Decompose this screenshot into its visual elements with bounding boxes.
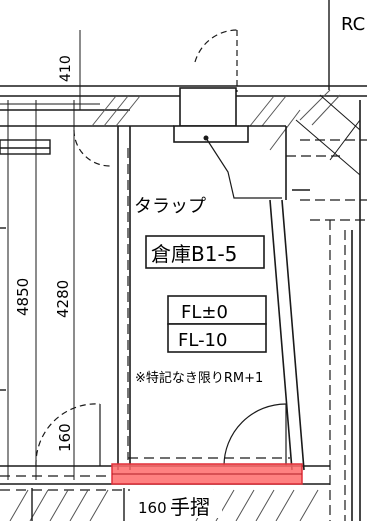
- room-name-box: [145, 235, 265, 269]
- handrail-label-bg: [136, 490, 222, 518]
- top-door-swing: [194, 29, 238, 92]
- dimension-410-lines: [0, 30, 100, 480]
- left-edge-marks: [0, 227, 6, 391]
- dimension-410-label: 410: [58, 55, 74, 82]
- corner-code-label: RC: [341, 14, 365, 35]
- room-dashed-boundary: [127, 148, 290, 460]
- dimension-160-vertical-label: 160: [56, 423, 74, 452]
- floor-level-boxes: [167, 295, 267, 353]
- left-panel: [0, 139, 51, 155]
- floor-level-zero: FL±0: [181, 302, 228, 323]
- floor-level-minus10: FL-10: [178, 330, 227, 351]
- right-walls: [351, 100, 361, 521]
- top-wall: [0, 85, 367, 127]
- dimension-4280-label: 4280: [54, 280, 72, 318]
- lower-left-door: [35, 403, 101, 467]
- lower-room-door: [223, 403, 287, 467]
- dimension-4850-label: 4850: [14, 278, 32, 316]
- wall-hatching: [91, 89, 341, 151]
- left-upper-door-arc: [73, 129, 111, 167]
- bottom-dashed: [0, 475, 130, 491]
- trap-label: タラップ: [134, 196, 206, 217]
- handrail-label: 手摺: [170, 495, 210, 519]
- trap-leader-line: [205, 137, 282, 199]
- room-name-label: 倉庫B1-5: [151, 242, 237, 266]
- dimension-160-bottom-label: 160: [138, 499, 167, 517]
- trap-opening: [173, 87, 249, 143]
- right-diagonals: [295, 94, 361, 176]
- right-dashed-lines: [286, 139, 367, 521]
- note-label: ※特記なき限りRM+1: [135, 370, 263, 386]
- trap-leader-point: [203, 135, 209, 141]
- storage-room-walls: [117, 125, 310, 471]
